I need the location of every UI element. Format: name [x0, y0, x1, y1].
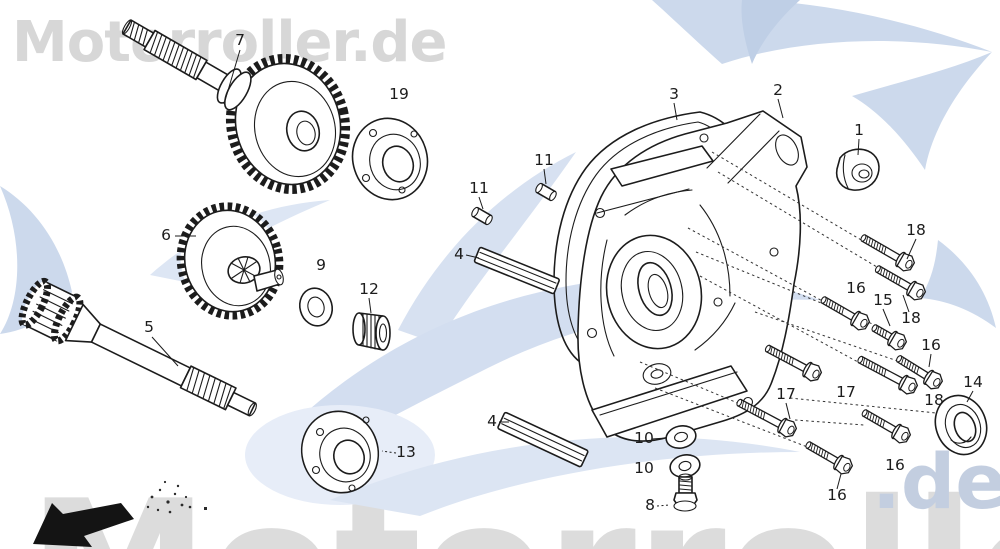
part-callout-16: 16: [885, 456, 905, 474]
part-callout-18: 18: [901, 309, 921, 327]
part-callout-7: 7: [235, 31, 245, 49]
flange-bolts: [736, 234, 944, 475]
gasket-strip-4a: [473, 246, 560, 295]
part-leader-18: [906, 238, 917, 260]
part-leader-7: [223, 49, 241, 105]
assembly-dash-line: [711, 151, 869, 245]
part-callout-18: 18: [924, 391, 944, 409]
gear-6: [176, 202, 284, 320]
fr-direction-arrow: [33, 480, 207, 547]
assembly-dash-line: [687, 227, 829, 305]
dowel-pin-11a: [471, 206, 493, 226]
ball-bearing-13: [300, 410, 380, 494]
part-leader-2: [777, 98, 784, 119]
drive-shaft-5: [18, 277, 257, 417]
watermark-suffix-text: .de: [872, 437, 1000, 526]
part-callout-10: 10: [634, 459, 654, 477]
flange-bolt: [874, 265, 927, 301]
part-leader-12: [368, 297, 372, 314]
part-callout-4: 4: [487, 412, 497, 430]
flange-bolt: [896, 354, 944, 390]
assembly-dash-line: [699, 275, 859, 363]
ball-bearing-19: [351, 117, 429, 201]
part-callout-18: 18: [906, 221, 926, 239]
line-art: [18, 19, 988, 547]
flange-bolt: [820, 296, 871, 331]
assembly-dash-line: [654, 387, 811, 449]
washer-9: [298, 287, 334, 327]
needle-bearing-12: [352, 312, 391, 351]
part-callout-16: 16: [846, 279, 866, 297]
assembly-dash-lines: [639, 151, 937, 449]
flange-bolt: [871, 324, 908, 351]
assembly-dash-line: [639, 361, 741, 405]
washer-10a: [665, 424, 697, 450]
part-callout-13: 13: [396, 443, 416, 461]
assembly-dash-line: [794, 419, 865, 426]
part-callout-8: 8: [645, 496, 655, 514]
part-callout-16: 16: [827, 486, 847, 504]
flange-bolt: [736, 398, 798, 438]
part-leader-4: [465, 254, 480, 259]
part-callout-1: 1: [854, 121, 864, 139]
part-leader-10: [651, 437, 667, 440]
part-callout-4: 4: [454, 245, 464, 263]
gasket-strip-4b: [497, 411, 589, 468]
part-leader-18: [902, 294, 910, 313]
oil-seal-14: [934, 394, 988, 456]
part-leader-16: [928, 353, 932, 368]
assembly-dash-line: [754, 311, 919, 369]
flange-bolt: [860, 234, 916, 272]
flange-bolt: [861, 409, 912, 444]
part-callout-6: 6: [161, 226, 171, 244]
part-callout-15: 15: [873, 291, 893, 309]
part-callout-3: 3: [669, 85, 679, 103]
part-leader-17: [785, 402, 791, 420]
flange-bolt: [805, 441, 854, 475]
speckle-texture: [146, 480, 207, 514]
part-leader-3: [673, 102, 678, 121]
oil-cap-1: [835, 148, 880, 191]
crankcase-cover-2: [577, 110, 808, 442]
drain-bolt-8: [673, 473, 698, 512]
part-callout-14: 14: [963, 373, 983, 391]
assembly-dash-line: [717, 171, 883, 271]
flange-bolt: [857, 355, 919, 395]
part-callout-17: 17: [776, 385, 796, 403]
part-leader-15: [882, 308, 891, 327]
flange-bolt: [764, 344, 823, 382]
part-leader-5: [151, 336, 179, 367]
assembly-dash-line: [789, 397, 937, 414]
part-leader-11: [478, 196, 484, 210]
part-callout-10: 10: [634, 429, 654, 447]
part-callout-11: 11: [534, 151, 554, 169]
part-leader-1: [857, 138, 860, 156]
part-leader-16: [836, 473, 842, 490]
part-leader-8: [656, 504, 671, 507]
dowel-pin-11b: [535, 182, 557, 202]
part-leader-14: [966, 390, 974, 403]
part-callout-9: 9: [316, 256, 326, 274]
part-callout-11: 11: [469, 179, 489, 197]
part-leader-11: [543, 168, 547, 185]
watermark-top-text: Motorroller.de: [12, 10, 447, 75]
part-callout-17: 17: [836, 383, 856, 401]
part-callout-5: 5: [144, 318, 154, 336]
part-callout-12: 12: [359, 280, 379, 298]
part-callout-16: 16: [921, 336, 941, 354]
part-callout-2: 2: [773, 81, 783, 99]
part-callout-19: 19: [389, 85, 409, 103]
